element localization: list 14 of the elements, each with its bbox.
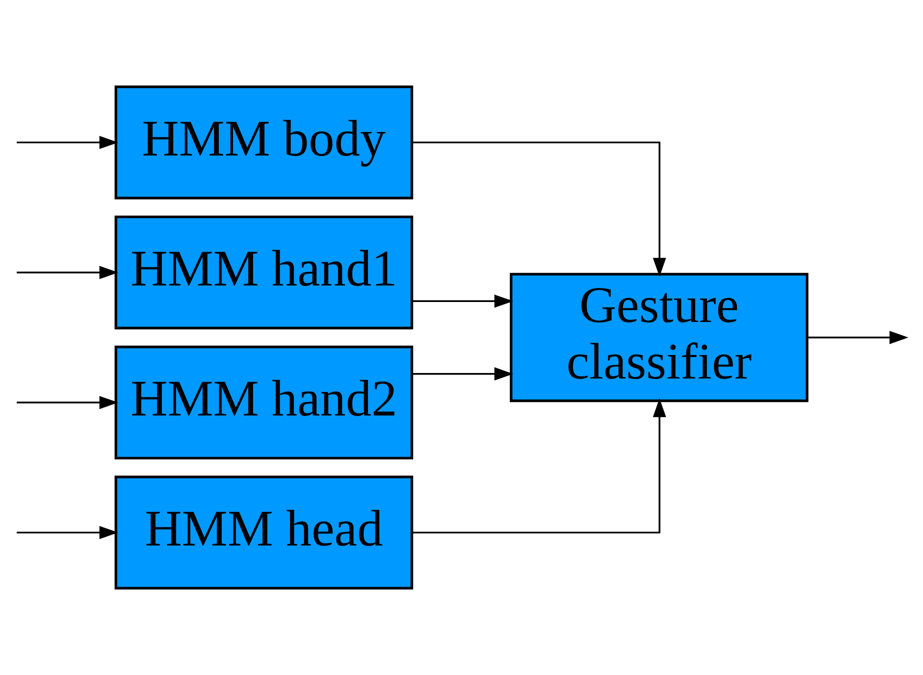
arrow	[412, 398, 666, 534]
node-box: HMM hand1	[114, 216, 414, 330]
arrow	[16, 266, 118, 280]
arrow	[412, 142, 666, 277]
arrow	[16, 136, 118, 150]
arrow	[412, 294, 514, 308]
node-box: HMM hand2	[114, 346, 414, 460]
node-box: HMM head	[114, 476, 414, 590]
arrow	[412, 367, 514, 380]
arrow	[16, 526, 118, 540]
node-box: HMM body	[114, 86, 414, 200]
arrow	[16, 396, 118, 410]
arrow	[808, 330, 908, 344]
node-box: Gesture classifier	[510, 272, 808, 402]
